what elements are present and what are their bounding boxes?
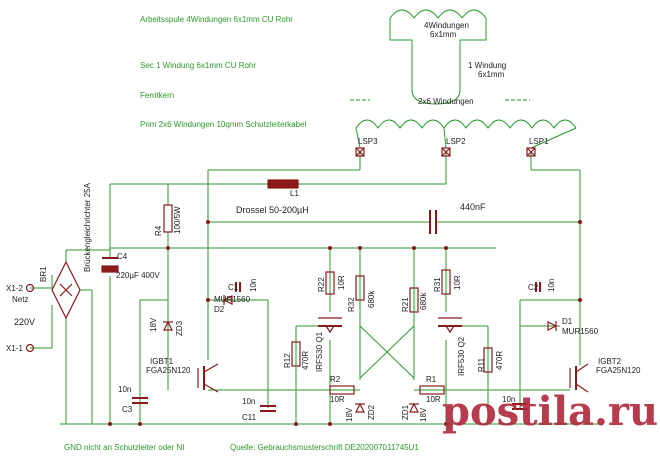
label-r1-val: 10R xyxy=(426,395,441,404)
label-r4-name: R4 xyxy=(154,225,163,236)
label-r32-name: R32 xyxy=(347,297,356,312)
note-work-coil: Arbeitsspule 4Windungen 6x1mm CU Rohr xyxy=(140,15,293,24)
label-netz: Netz xyxy=(12,295,29,304)
label-work-size: 6x1mm xyxy=(430,30,457,39)
label-zd2-name: ZD2 xyxy=(367,404,376,420)
label-c-res: 440nF xyxy=(460,202,486,212)
label-r22-name: R22 xyxy=(317,277,326,292)
label-r31-name: R31 xyxy=(433,277,442,292)
label-lsp3: LSP3 xyxy=(358,137,378,146)
resistor-r21 xyxy=(409,287,419,313)
primary-coil xyxy=(355,119,577,129)
zener-zd2 xyxy=(355,402,365,413)
tap-lsp3-marker xyxy=(355,147,365,157)
label-zd3-name: ZD3 xyxy=(175,320,184,336)
label-sec-turns: 1 Windung xyxy=(468,61,507,70)
label-c4-val: 220µF 400V xyxy=(116,271,160,280)
mosfet-q2 xyxy=(438,317,462,334)
label-prim-turns: 2x6 Windungen xyxy=(418,97,474,106)
label-r21-name: R21 xyxy=(401,297,410,312)
label-c2-val: 10n xyxy=(547,278,556,292)
resistor-r22 xyxy=(325,271,335,295)
resistor-r31 xyxy=(441,269,451,295)
tap-lsp1-marker xyxy=(526,147,536,157)
label-r2-name: R2 xyxy=(330,375,341,384)
zener-zd3 xyxy=(163,320,173,331)
label-x1-1: X1-1 xyxy=(6,344,23,353)
note-secondary: Sec 1 Windung 6x1mm CU Rohr xyxy=(140,61,257,70)
resistor-r12 xyxy=(291,341,301,367)
label-c11-val: 10n xyxy=(242,397,256,406)
label-q1: IRFS30 Q1 xyxy=(315,331,324,372)
label-r11-val: 470R xyxy=(495,350,504,370)
label-c4-name: C4 xyxy=(117,252,128,261)
label-mains: 220V xyxy=(14,317,36,327)
resistor-r32 xyxy=(355,275,365,301)
label-c-right: 10n xyxy=(502,395,516,404)
terminal-x1-2 xyxy=(25,283,35,293)
label-d2-val: MUR1560 xyxy=(214,295,251,304)
terminal-x1-1 xyxy=(25,343,35,353)
label-zd3-val: 18V xyxy=(149,317,158,332)
label-r1-name: R1 xyxy=(426,375,437,384)
note-primary: Prim 2x6 Windungen 10qmm Schutzleiterkab… xyxy=(140,120,307,129)
footer-source: Quelle: Gebrauchsmusterschrift DE2020070… xyxy=(230,443,419,452)
label-lsp1: LSP1 xyxy=(529,137,549,146)
label-r32-val: 680k xyxy=(367,290,376,308)
label-bridge-name: BR1 xyxy=(39,266,48,282)
igbt1-symbol xyxy=(197,363,219,393)
label-d1: D1 xyxy=(562,317,573,326)
label-c3-val: 10n xyxy=(118,385,132,394)
label-d2: D2 xyxy=(214,305,225,314)
label-c11-name: C11 xyxy=(242,413,257,422)
label-work-turns: 4Windungen xyxy=(424,21,469,30)
label-l1: L1 xyxy=(290,189,299,198)
label-c1-val: 10n xyxy=(249,278,258,292)
label-igbt2: IGBT2 xyxy=(598,357,622,366)
diode-d1 xyxy=(547,321,558,331)
label-choke: Drossel 50-200µH xyxy=(236,205,309,215)
resistor-r11 xyxy=(483,347,493,373)
label-zd1-name: ZD1 xyxy=(401,404,410,420)
label-x1-2: X1-2 xyxy=(6,284,23,293)
zener-zd1 xyxy=(409,402,419,413)
secondary-loop xyxy=(389,18,487,105)
diode-d2 xyxy=(222,295,233,305)
note-core: Ferritkern xyxy=(140,91,175,100)
mosfet-q1 xyxy=(318,317,342,334)
label-r4-val: 100/5W xyxy=(173,206,182,234)
label-igbt1-val: FGA25N120 xyxy=(146,366,191,375)
label-r12-val: 470R xyxy=(301,350,310,370)
label-r2-val: 10R xyxy=(330,395,345,404)
resistor-r1 xyxy=(419,385,445,395)
footer-gnd: GND nicht an Schutzleiter oder NI xyxy=(64,443,185,452)
igbt2-symbol xyxy=(569,363,589,393)
watermark: postila.ru xyxy=(442,388,659,435)
resistor-r2 xyxy=(329,385,355,395)
label-r21-val: 680k xyxy=(419,292,428,310)
label-c3-name: C3 xyxy=(122,405,133,414)
tap-lsp2-marker xyxy=(441,147,451,157)
label-zd1-val: 18V xyxy=(419,407,428,422)
label-r31-val: 10R xyxy=(453,275,462,290)
inductor-l1 xyxy=(267,179,299,189)
work-coil xyxy=(389,9,487,19)
bridge-rectifier xyxy=(51,260,81,320)
label-c2-name: C2 xyxy=(528,283,539,292)
label-zd2-val: 18V xyxy=(345,407,354,422)
label-sec-size: 6x1mm xyxy=(478,70,505,79)
label-r22-val: 10R xyxy=(337,275,346,290)
label-igbt2-val: FGA25N120 xyxy=(596,366,641,375)
label-c1-name: C1 xyxy=(228,283,239,292)
label-lsp2: LSP2 xyxy=(446,137,466,146)
label-bridge-val: Brückengleichrichter 25A xyxy=(83,183,92,272)
label-q2: IRF530 Q2 xyxy=(457,336,466,376)
label-d1-val: MUR1560 xyxy=(562,327,599,336)
resistor-r4 xyxy=(163,204,173,233)
label-r11-name: R11 xyxy=(477,357,486,372)
label-igbt1: IGBT1 xyxy=(150,357,174,366)
label-r12-name: R12 xyxy=(283,353,292,368)
